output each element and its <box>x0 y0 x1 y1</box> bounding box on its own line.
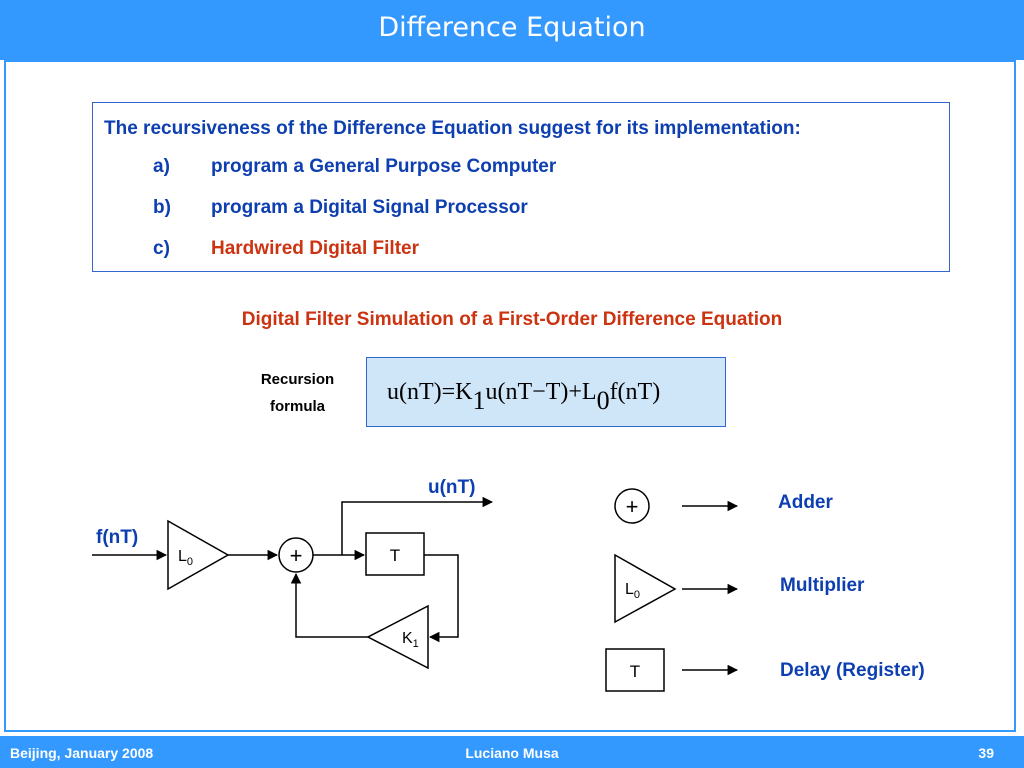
delay-to-feedback-line <box>424 554 459 643</box>
title-bar <box>0 0 1024 60</box>
item-b-marker: b) <box>153 197 171 218</box>
legend-delay-icon <box>605 648 665 692</box>
legend-adder-label: Adder <box>778 492 833 513</box>
delay-register <box>365 532 425 576</box>
item-c-marker: c) <box>153 238 170 259</box>
item-a-text: program a General Purpose Computer <box>211 156 557 177</box>
diagram-subtitle: Digital Filter Simulation of a First-Ord… <box>241 309 783 330</box>
item-c-text: Hardwired Digital Filter <box>211 238 419 259</box>
recursion-label: Recursion <box>260 371 335 388</box>
delay-label: T <box>390 546 400 565</box>
formula-box: u(nT)=K1u(nT−T)+L0f(nT) <box>366 357 726 427</box>
gain-label: L0 <box>178 548 193 568</box>
legend-multiplier-icon <box>614 553 677 624</box>
legend-multiplier-label: Multiplier <box>780 575 865 596</box>
recursion-formula: u(nT)=K1u(nT−T)+L0f(nT) <box>387 379 661 415</box>
legend-delay-label: Delay (Register) <box>780 660 925 681</box>
formula-label: formula <box>269 398 325 415</box>
feedback-multiplier <box>366 604 429 670</box>
item-b-text: program a Digital Signal Processor <box>211 197 528 218</box>
feedback-to-adder-line <box>290 572 368 638</box>
intro-heading: The recursiveness of the Difference Equa… <box>104 118 801 139</box>
output-label: u(nT) <box>428 477 476 498</box>
legend-delay-symbol: T <box>630 662 640 681</box>
footer-location-date: Beijing, January 2008 <box>10 745 154 761</box>
footer-author: Luciano Musa <box>465 745 559 761</box>
legend-multiplier-symbol: L0 <box>625 581 640 601</box>
footer-bar <box>0 736 1024 768</box>
footer-page-number: 39 <box>978 745 994 761</box>
legend-adder-symbol: + <box>626 494 639 519</box>
feedback-label: K1 <box>402 630 419 650</box>
content-frame <box>4 60 1016 732</box>
slide-title: Difference Equation <box>378 12 646 43</box>
intro-box <box>92 102 950 272</box>
gain-multiplier <box>167 519 230 591</box>
legend-adder-icon <box>614 488 650 524</box>
output-branch-line <box>341 496 494 555</box>
item-a-marker: a) <box>153 156 170 177</box>
input-label: f(nT) <box>96 527 139 548</box>
adder-symbol: + <box>290 543 303 568</box>
